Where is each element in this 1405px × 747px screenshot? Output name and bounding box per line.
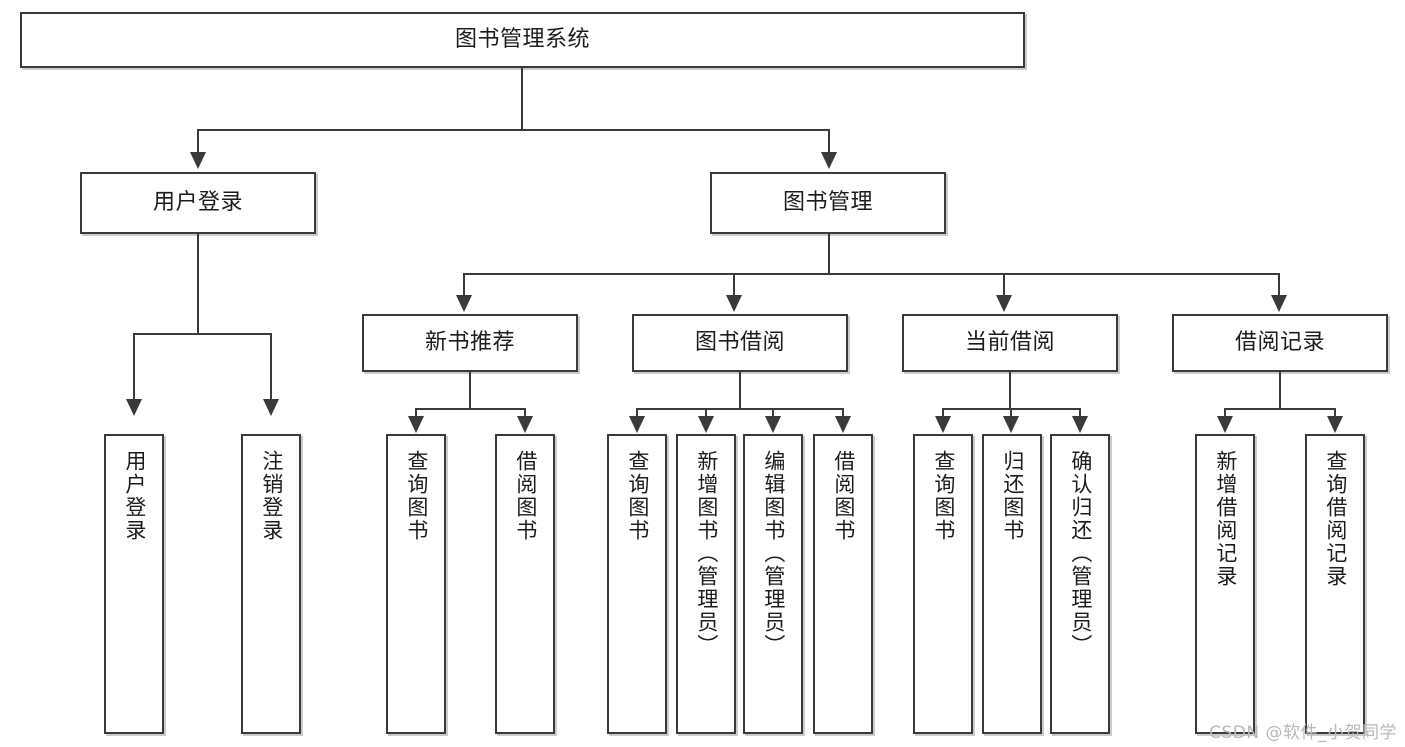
- node-label: 注销登录: [259, 450, 284, 542]
- connector-book-manage-drop-4: [1278, 273, 1280, 297]
- connector-current-borrow-stem: [1009, 372, 1011, 409]
- arrowhead-book-borrow-leaf-1: [629, 416, 645, 433]
- leaf-return-book[interactable]: 归还图书: [982, 434, 1042, 734]
- node-label: 借阅记录: [1234, 330, 1325, 356]
- arrowhead-user-login-leaf-1: [126, 399, 142, 416]
- node-label: 查询图书: [931, 450, 956, 542]
- connector-book-borrow-drop-4: [842, 408, 844, 418]
- node-label: 图书管理系统: [454, 27, 590, 53]
- node-label: 借阅图书: [831, 450, 856, 542]
- leaf-confirm-return[interactable]: 确认归还（管理员）: [1050, 434, 1110, 734]
- leaf-query-book-current[interactable]: 查询图书: [913, 434, 973, 734]
- leaf-query-borrow-record[interactable]: 查询借阅记录: [1305, 434, 1365, 734]
- arrowhead-current-borrow-leaf-3: [1072, 416, 1088, 433]
- arrowhead-book-borrow-leaf-3: [765, 416, 781, 433]
- arrowhead-current-borrow-leaf-1: [935, 416, 951, 433]
- arrowhead-user-login-leaf-2: [263, 399, 279, 416]
- arrowhead-current-borrow-leaf-2: [1003, 416, 1019, 433]
- node-book-borrow[interactable]: 图书借阅: [632, 314, 848, 372]
- connector-new-book-drop-2: [524, 408, 526, 418]
- node-label: 新书推荐: [424, 330, 515, 356]
- connector-current-borrow-drop-3: [1079, 408, 1081, 418]
- arrowhead-to-book-borrow: [726, 295, 742, 312]
- node-label: 查询借阅记录: [1323, 450, 1348, 588]
- leaf-edit-book[interactable]: 编辑图书（管理员）: [743, 434, 803, 734]
- node-label: 查询图书: [404, 450, 429, 542]
- arrowhead-borrow-record-leaf-1: [1217, 416, 1233, 433]
- arrowhead-root-to-book-manage: [821, 152, 837, 169]
- connector-book-borrow-drop-2: [705, 408, 707, 418]
- connector-root-bar: [197, 129, 829, 131]
- arrowhead-new-book-leaf-2: [517, 416, 533, 433]
- csdn-watermark: CSDN @软件_小贺同学: [1209, 723, 1397, 743]
- node-root-system[interactable]: 图书管理系统: [20, 12, 1025, 68]
- connector-new-book-stem: [469, 372, 471, 409]
- connector-new-book-bar: [415, 408, 525, 410]
- node-label: 当前借阅: [964, 330, 1055, 356]
- leaf-query-book-recommend[interactable]: 查询图书: [386, 434, 446, 734]
- node-label: 图书管理: [782, 190, 873, 216]
- arrowhead-to-borrow-record: [1271, 295, 1287, 312]
- connector-book-borrow-drop-3: [772, 408, 774, 418]
- connector-current-borrow-drop-2: [1010, 408, 1012, 418]
- connector-borrow-record-drop-2: [1334, 408, 1336, 418]
- node-label: 编辑图书（管理员）: [761, 450, 786, 657]
- node-label: 新增借阅记录: [1213, 450, 1238, 588]
- connector-user-login-drop-1: [133, 333, 135, 401]
- node-label: 用户登录: [122, 450, 147, 542]
- connector-book-manage-drop-2: [733, 273, 735, 297]
- connector-book-borrow-bar: [636, 408, 844, 410]
- node-label: 查询图书: [625, 450, 650, 542]
- arrowhead-book-borrow-leaf-4: [835, 416, 851, 433]
- connector-book-borrow-stem: [739, 372, 741, 409]
- connector-current-borrow-drop-1: [942, 408, 944, 418]
- arrowhead-borrow-record-leaf-2: [1327, 416, 1343, 433]
- arrowhead-new-book-leaf-1: [408, 416, 424, 433]
- connector-borrow-record-bar: [1224, 408, 1335, 410]
- node-label: 用户登录: [152, 190, 243, 216]
- leaf-user-login[interactable]: 用户登录: [104, 434, 164, 734]
- node-book-manage[interactable]: 图书管理: [710, 172, 946, 234]
- leaf-add-borrow-record[interactable]: 新增借阅记录: [1195, 434, 1255, 734]
- connector-user-login-drop-2: [270, 333, 272, 401]
- connector-borrow-record-drop-1: [1224, 408, 1226, 418]
- connector-root-to-user-login: [197, 129, 199, 155]
- connector-user-login-stem: [197, 234, 199, 334]
- arrowhead-root-to-user-login: [190, 152, 206, 169]
- arrowhead-to-current-borrow: [996, 295, 1012, 312]
- connector-book-manage-bar: [463, 273, 1280, 275]
- connector-root-stem: [521, 68, 523, 130]
- leaf-borrow-book[interactable]: 借阅图书: [813, 434, 873, 734]
- node-current-borrow[interactable]: 当前借阅: [902, 314, 1118, 372]
- leaf-query-book-borrow[interactable]: 查询图书: [607, 434, 667, 734]
- connector-borrow-record-stem: [1279, 372, 1281, 409]
- arrowhead-book-borrow-leaf-2: [698, 416, 714, 433]
- leaf-add-book[interactable]: 新增图书（管理员）: [676, 434, 736, 734]
- node-label: 新增图书（管理员）: [694, 450, 719, 657]
- connector-book-manage-drop-3: [1003, 273, 1005, 297]
- connector-new-book-drop-1: [415, 408, 417, 418]
- node-label: 借阅图书: [513, 450, 538, 542]
- connector-book-manage-stem: [828, 234, 830, 274]
- connector-book-manage-drop-1: [463, 273, 465, 297]
- leaf-user-logout[interactable]: 注销登录: [241, 434, 301, 734]
- connector-root-to-book-manage: [828, 129, 830, 155]
- node-user-login[interactable]: 用户登录: [80, 172, 316, 234]
- connector-book-borrow-drop-1: [636, 408, 638, 418]
- arrowhead-to-new-book-recommend: [456, 295, 472, 312]
- node-new-book-recommend[interactable]: 新书推荐: [362, 314, 578, 372]
- node-label: 归还图书: [1000, 450, 1025, 542]
- node-label: 确认归还（管理员）: [1068, 450, 1093, 657]
- node-label: 图书借阅: [694, 330, 785, 356]
- connector-user-login-bar: [133, 333, 272, 335]
- node-borrow-record[interactable]: 借阅记录: [1172, 314, 1388, 372]
- leaf-borrow-book-recommend[interactable]: 借阅图书: [495, 434, 555, 734]
